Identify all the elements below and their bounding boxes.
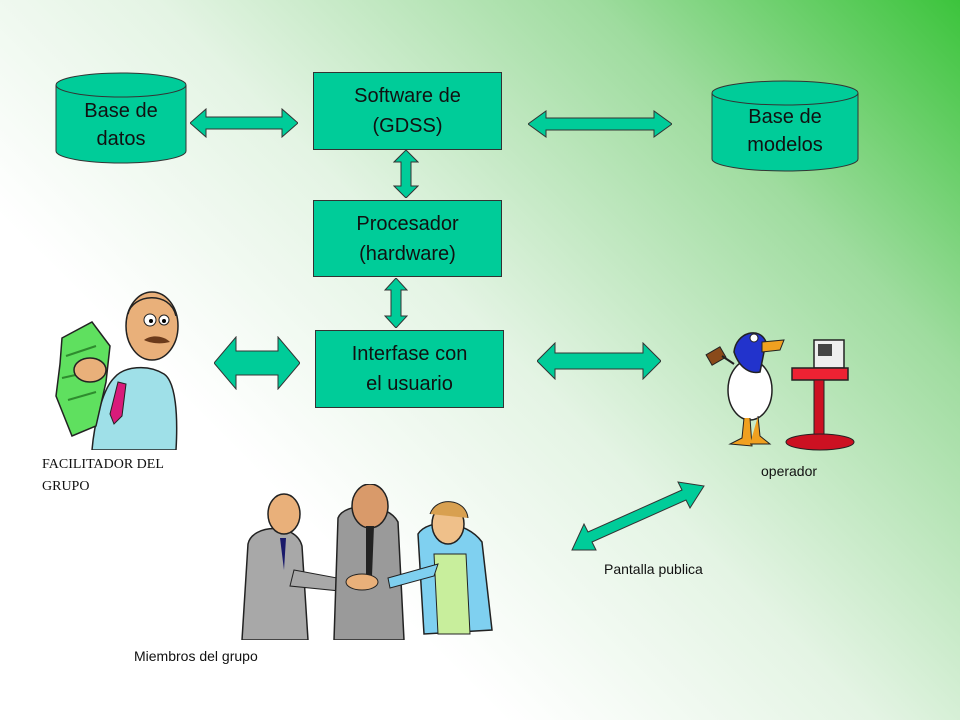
facilitador-caption: FACILITADOR DEL GRUPO <box>42 454 164 498</box>
pantalla-publica-caption: Pantalla publica <box>604 561 703 577</box>
cylinder-icon <box>55 72 187 164</box>
base-datos-line2: datos <box>96 128 146 150</box>
interfase-line1: Interfase con <box>351 343 468 365</box>
arrow-datos-software <box>190 108 298 138</box>
cylinder-icon <box>711 80 859 172</box>
miembros-caption: Miembros del grupo <box>134 648 258 664</box>
base-datos-line1: Base de <box>84 100 158 122</box>
arrow-software-procesador <box>393 150 419 198</box>
procesador-line2: (hardware) <box>359 242 456 265</box>
operator-duck-computer-icon <box>705 332 855 451</box>
arrow-interfase-operador <box>537 342 661 380</box>
facilitador-line1: FACILITADOR DEL <box>42 457 164 472</box>
procesador-line1: Procesador <box>356 212 459 235</box>
base-de-datos-node: Base de datos <box>55 72 187 164</box>
facilitador-line2: GRUPO <box>42 479 90 494</box>
procesador-node: Procesador (hardware) <box>313 200 502 277</box>
base-modelos-line2: modelos <box>747 134 823 156</box>
interfase-line2: el usuario <box>366 373 453 395</box>
software-line2: (GDSS) <box>372 115 443 137</box>
software-gdss-node: Software de (GDSS) <box>313 72 502 150</box>
arrow-procesador-interfase <box>384 278 408 328</box>
arrow-pantalla-publica <box>571 481 705 551</box>
arrow-facilitador-interfase <box>214 336 300 390</box>
base-de-modelos-node: Base de modelos <box>711 80 859 172</box>
arrow-software-modelos <box>528 110 672 138</box>
software-line1: Software de <box>354 85 461 107</box>
group-members-handshake-icon <box>241 484 493 640</box>
operador-caption: operador <box>761 463 818 479</box>
interfase-node: Interfase con el usuario <box>315 330 504 408</box>
facilitator-clipart-icon <box>55 291 179 450</box>
base-modelos-line1: Base de <box>748 106 822 128</box>
